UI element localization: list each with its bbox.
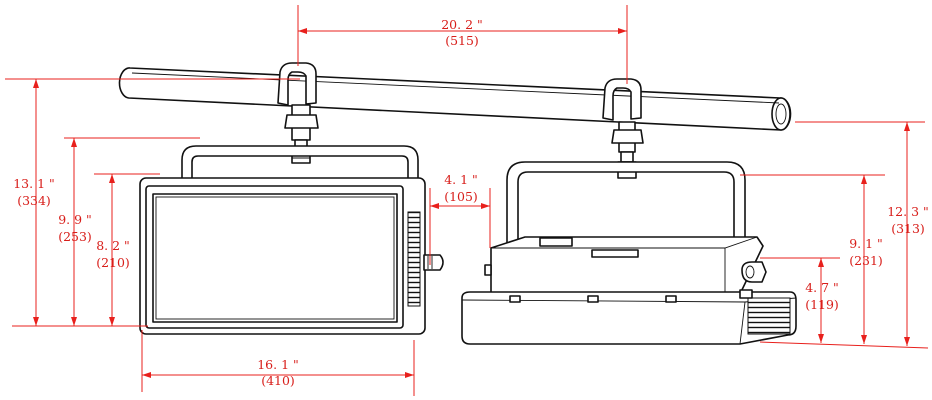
dimension-labels: 20. 2 " (515) 13. 1 " (334) 9. 9 " (253)… <box>13 17 929 388</box>
front-bracket-height-mm: (253) <box>58 229 92 244</box>
side-vent-grille <box>747 297 791 335</box>
front-body-height-inches: 8. 2 " <box>96 238 130 253</box>
clamp-spacing-mm: (515) <box>445 33 479 48</box>
clamp-spacing-inches: 20. 2 " <box>441 17 483 32</box>
side-view-fixture <box>461 78 797 345</box>
front-view-fixture <box>139 62 444 335</box>
side-depth-inches: 4. 1 " <box>444 172 478 187</box>
front-bracket-height-inches: 9. 9 " <box>58 212 92 227</box>
side-bracket-height-inches: 9. 1 " <box>849 236 883 251</box>
dimension-lines <box>5 5 929 396</box>
side-total-height-inches: 12. 3 " <box>887 204 929 219</box>
front-total-height-inches: 13. 1 " <box>13 176 55 191</box>
side-bracket-height-mm: (231) <box>849 253 883 268</box>
front-vent-grille <box>407 211 421 307</box>
side-total-height-mm: (313) <box>891 221 925 236</box>
front-width-mm: (410) <box>261 373 295 388</box>
side-mount-tabs <box>509 289 753 303</box>
front-body-height-mm: (210) <box>96 255 130 270</box>
front-tilt-knob <box>423 254 444 271</box>
side-body-height-inches: 4. 7 " <box>805 280 839 295</box>
front-lens <box>152 193 398 323</box>
side-driver-box <box>490 236 764 295</box>
side-base-housing <box>461 291 797 345</box>
front-width-inches: 16. 1 " <box>257 357 299 372</box>
front-total-height-mm: (334) <box>17 193 51 208</box>
side-label-plate <box>539 237 573 247</box>
side-body-height-mm: (119) <box>805 297 839 312</box>
truss-pipe <box>118 67 792 131</box>
side-depth-mm: (105) <box>444 189 478 204</box>
